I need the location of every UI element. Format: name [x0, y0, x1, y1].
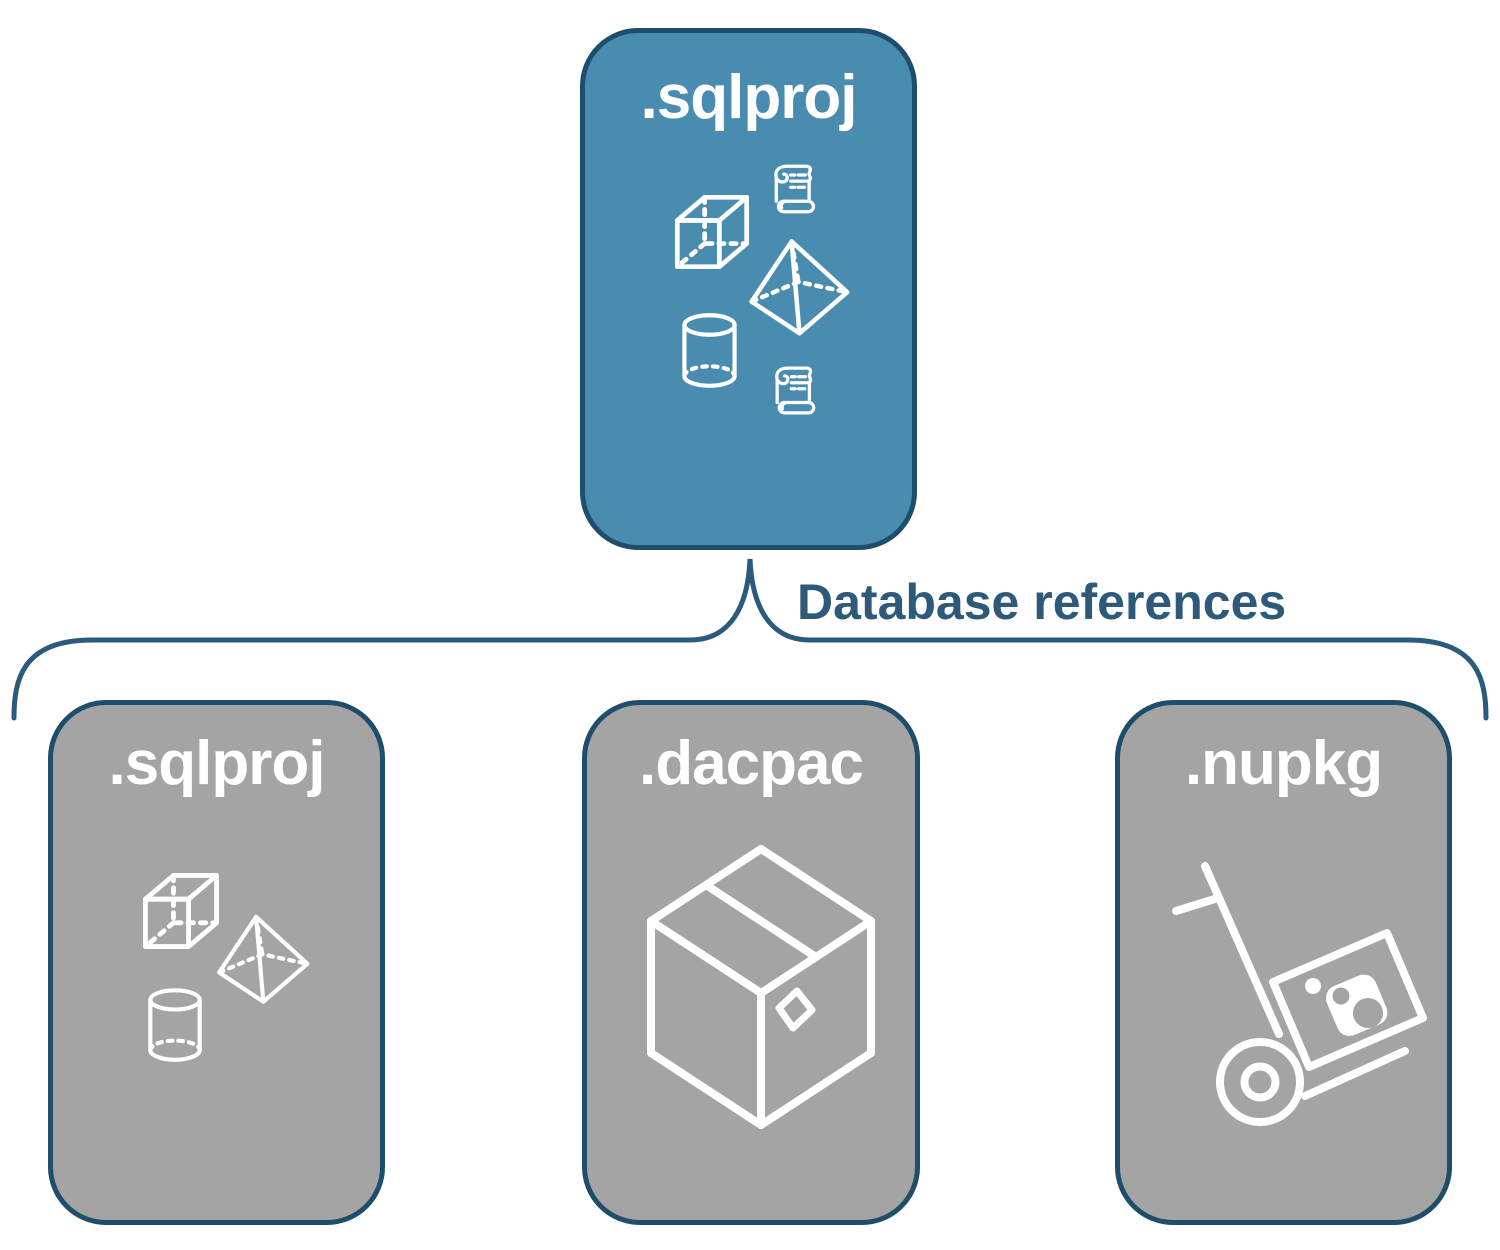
scroll-icon — [768, 161, 824, 217]
database-references-connector — [11, 558, 1489, 721]
pyramid-icon — [743, 235, 853, 339]
hand-truck-rail — [1201, 862, 1283, 1038]
child-node-label: .nupkg — [1184, 729, 1383, 798]
hand-truck-wheel-hub — [1240, 1062, 1280, 1102]
scroll-icon — [769, 363, 824, 418]
hand-truck-toe-plate — [1301, 1047, 1409, 1100]
child-node-dacpac: .dacpac — [582, 700, 920, 1225]
child-node-label: .dacpac — [639, 729, 864, 798]
pyramid-icon — [211, 911, 313, 1007]
nuget-logo-dot — [1305, 978, 1321, 994]
hand-truck-icon — [1172, 862, 1427, 1126]
brace-path — [11, 558, 1489, 721]
nuget-logo-large-hole — [1353, 998, 1383, 1028]
child-node-label: .sqlproj — [108, 729, 326, 798]
nuget-package-outline — [1269, 929, 1427, 1071]
cylinder-icon — [677, 311, 742, 391]
hand-truck-wheel — [1216, 1038, 1304, 1126]
package-box-icon — [647, 845, 875, 1129]
cube-icon — [671, 191, 753, 273]
nuget-logo-small-hole — [1332, 987, 1350, 1005]
hand-truck-grip — [1172, 894, 1222, 915]
connector-label: Database references — [797, 574, 1287, 630]
child-node-sqlproj: .sqlproj — [48, 700, 385, 1225]
root-node-label: .sqlproj — [640, 63, 858, 132]
root-node-sqlproj: .sqlproj — [580, 28, 917, 550]
cylinder-icon — [143, 986, 207, 1065]
child-node-nupkg: .nupkg — [1115, 700, 1452, 1225]
